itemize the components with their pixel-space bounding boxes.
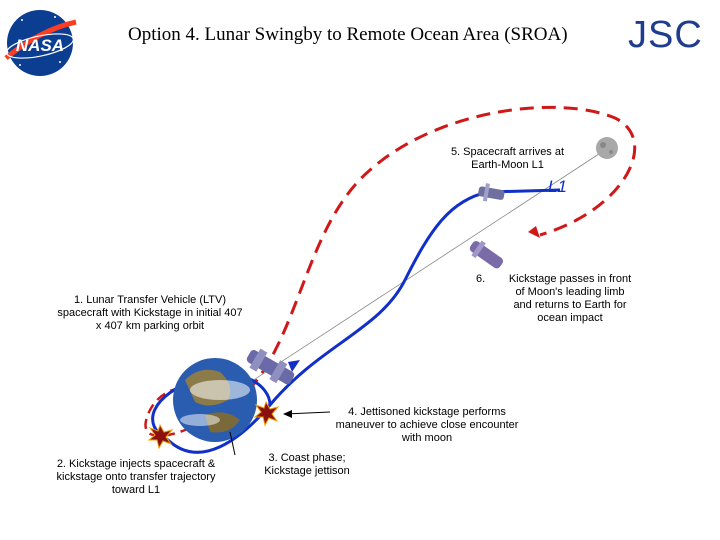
nasa-logo: NASA [4,10,77,76]
burn-starburst-icon [253,400,280,427]
step2-label: 2. Kickstage injects spacecraft & kickst… [56,458,216,496]
trajectory-arrow-icon [528,226,540,238]
parking-orbit-dashed [144,386,233,438]
step3-label: 3. Coast phase; Kickstage jettison [264,452,350,477]
spacecraft-trajectory [166,188,561,454]
callout-line [284,411,331,415]
step1-label: 1. Lunar Transfer Vehicle (LTV) spacecra… [57,294,243,332]
page-title: Option 4. Lunar Swingby to Remote Ocean … [128,24,568,45]
org-code: JSC [628,14,703,56]
earth-image [173,358,257,442]
svg-text:NASA: NASA [16,36,64,55]
step5-label: 5. Spacecraft arrives at Earth-Moon L1 [450,146,565,171]
step6-number: 6. [476,273,486,285]
ltv-spacecraft-icon [246,348,295,385]
callout-arrow-icon [283,410,292,418]
moon-image [596,137,618,159]
kickstage-icon [469,240,504,269]
step6-label: Kickstage passes in front of Moon's lead… [508,273,632,324]
step4-label: 4. Jettisoned kickstage performs maneuve… [335,406,519,444]
callout-line [229,431,236,456]
burn-starburst-icon [147,423,174,450]
spacecraft-at-l1-icon [478,183,505,202]
trajectory-arrow-icon [288,360,300,372]
kickstage-trajectory [231,105,637,407]
l1-label: L1 [548,177,567,196]
